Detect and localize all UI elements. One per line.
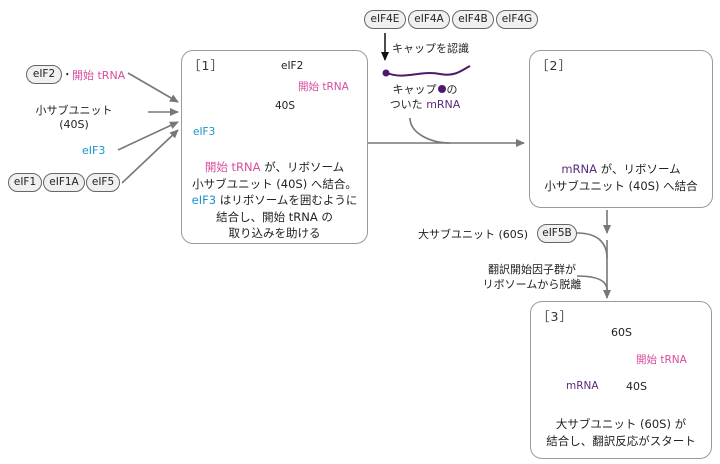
input-eif3-label: eIF3 [82, 144, 106, 157]
box1-40s-label: 40S [275, 100, 296, 112]
step3-desc-line2: 結合し、翻訳反応がスタート [546, 433, 696, 448]
step1-desc-line1-rest: が、リボソーム [260, 160, 345, 174]
step2-desc-line1: mRNA が、リボソーム [531, 161, 711, 178]
step2-box [529, 50, 713, 208]
step1-desc-line1: 開始 tRNA が、リボソーム [183, 159, 366, 176]
step2-number: ［2］ [536, 58, 572, 73]
input-arrows [117, 72, 179, 184]
step1-desc-line3-rest: はリボソームを囲むように [216, 193, 358, 207]
step2-desc-line2: 小サブユニット (40S) へ結合 [544, 178, 698, 193]
step1-desc-line2: 小サブユニット (40S) へ結合。 [192, 176, 357, 191]
small-subunit-line1: 小サブユニット [35, 104, 113, 117]
box3-mrna-label: mRNA [566, 380, 599, 392]
box3-60s-label: 60S [611, 326, 632, 339]
step1-desc-eif3: eIF3 [191, 193, 217, 207]
capped-mrna-label: キャップの ついた mRNA [380, 82, 470, 112]
eif2-dot: ・ [62, 69, 73, 81]
step3-description: 大サブユニット (60S) が 結合し、翻訳反応がスタート [532, 416, 710, 449]
box1-to-box2-arrow [368, 117, 525, 147]
step1-number: ［1］ [188, 58, 224, 73]
factor-release-line2: リボソームから脱離 [482, 278, 582, 291]
cap-dot-icon [437, 85, 446, 93]
eif2-pill: eIF2 [26, 65, 62, 84]
eif5-pill: eIF5 [86, 173, 120, 192]
box1-trna-label: 開始 tRNA [298, 81, 349, 93]
step1-description: 開始 tRNA が、リボソーム 小サブユニット (40S) へ結合。 eIF3 … [183, 159, 366, 242]
input-small-subunit-label: 小サブユニット (40S) [14, 104, 134, 132]
box3-trna-label: 開始 tRNA [636, 354, 687, 366]
step1-desc-line4: 結合し、開始 tRNA の [216, 209, 333, 224]
small-subunit-line2: (40S) [59, 118, 89, 131]
box1-eif2-label: eIF2 [281, 60, 304, 72]
factor-release-label: 翻訳開始因子群が リボソームから脱離 [462, 262, 602, 292]
capped-mrna-line2: ついた mRNA [380, 97, 470, 112]
step3-desc-line1: 大サブユニット (60S) が [555, 417, 687, 431]
eif1-pill: eIF1 [8, 173, 42, 192]
input-initiator-trna-label: 開始 tRNA [72, 69, 126, 82]
step2-desc-mrna: mRNA [561, 162, 598, 176]
cap-recognition-label: キャップを認識 [392, 42, 469, 55]
step2-desc-line1-rest: が、リボソーム [597, 162, 681, 176]
step3-box [530, 301, 712, 459]
eif5b-pill: eIF5B [537, 224, 577, 243]
eif4e-pill: eIF4E [364, 10, 406, 29]
step1-box [181, 50, 368, 244]
capped-mrna-line1: キャップの [380, 82, 470, 97]
capped-mrna-particle: の [446, 83, 458, 96]
box2-to-box3-arrow [576, 210, 611, 299]
factor-release-line1: 翻訳開始因子群が [488, 263, 576, 276]
eif4a-pill: eIF4A [408, 10, 450, 29]
eif1a-pill: eIF1A [43, 173, 85, 192]
box3-40s-label: 40S [626, 380, 647, 393]
step2-description: mRNA が、リボソーム 小サブユニット (40S) へ結合 [531, 161, 711, 194]
capped-mrna-mrna-word: mRNA [426, 98, 461, 111]
capped-mrna-cap-word: キャップ [392, 83, 437, 96]
step1-desc-line3: eIF3 はリボソームを囲むように [183, 192, 366, 209]
capped-mrna-icon [382, 65, 471, 77]
capped-mrna-attached: ついた [389, 98, 423, 111]
step3-number: ［3］ [537, 309, 573, 324]
step1-desc-line5: 取り込みを助ける [228, 226, 321, 240]
step1-desc-trna: 開始 tRNA [204, 160, 261, 174]
eif4b-pill: eIF4B [452, 10, 494, 29]
eif4g-pill: eIF4G [496, 10, 538, 29]
large-subunit-label: 大サブユニット (60S) [418, 228, 529, 241]
box1-eif3-label: eIF3 [193, 126, 216, 138]
